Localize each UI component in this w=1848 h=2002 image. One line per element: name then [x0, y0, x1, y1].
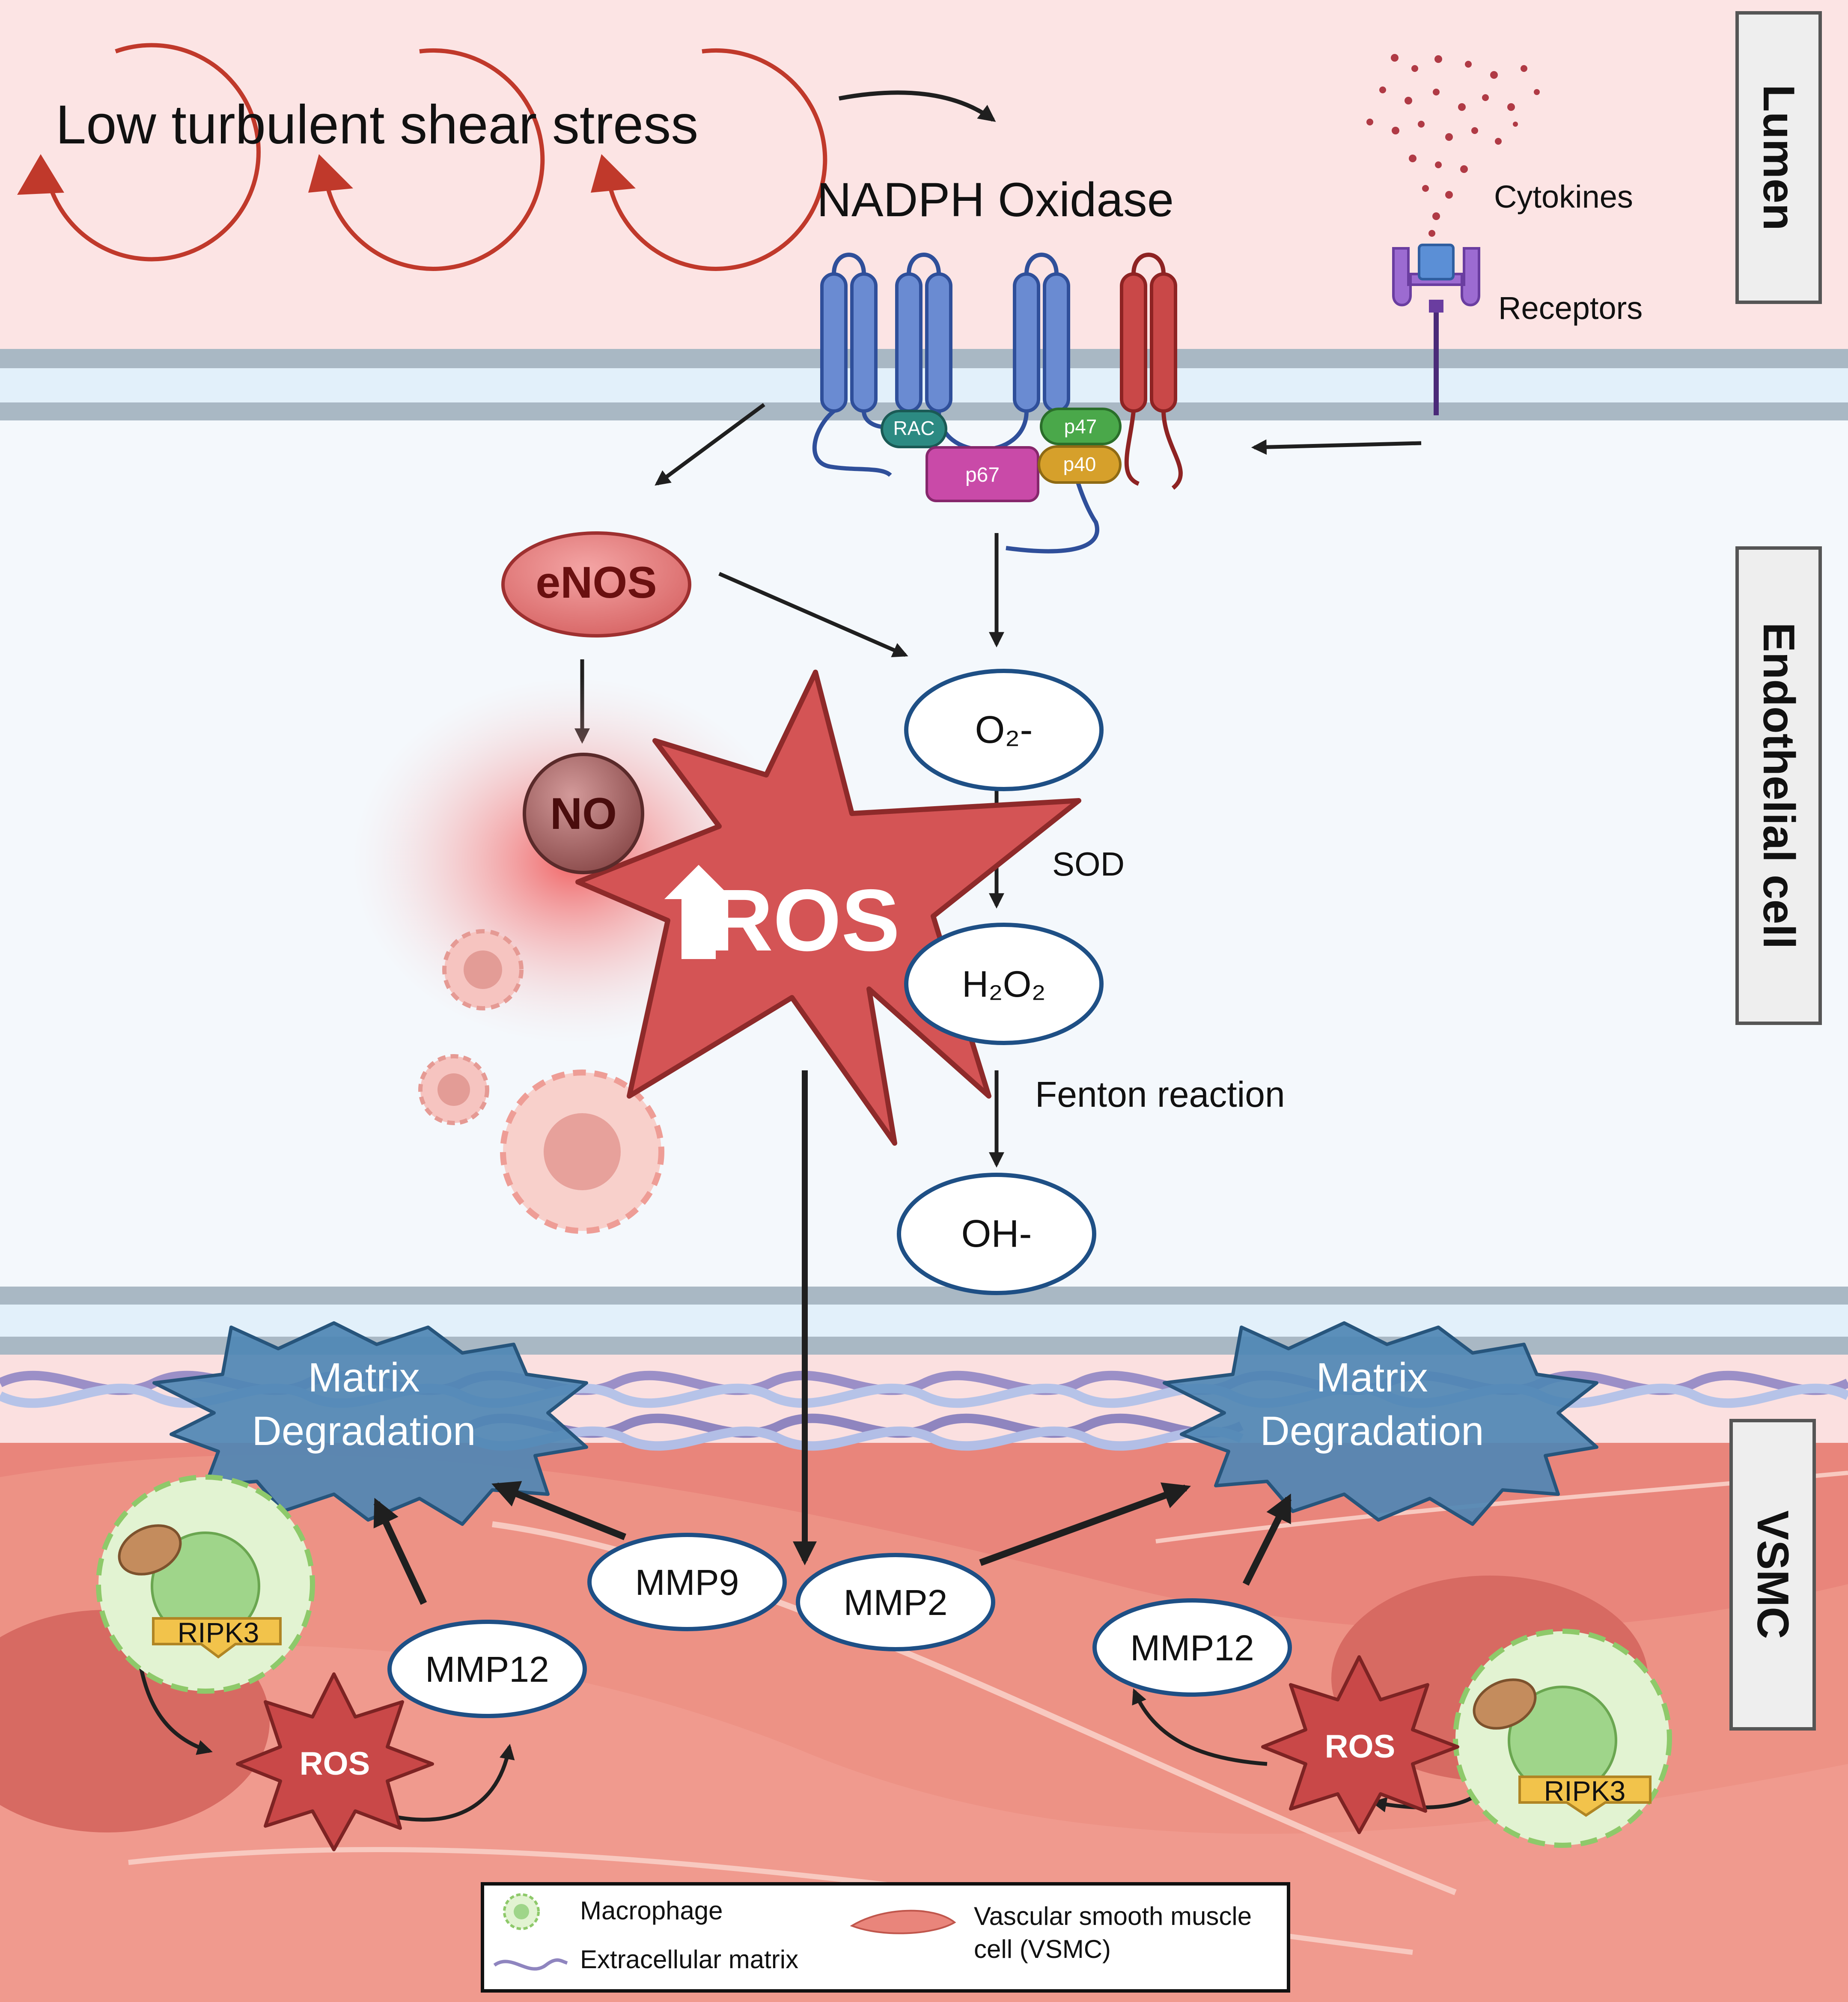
receptors-label: Receptors	[1498, 290, 1643, 326]
ros-main-label: ROS	[710, 871, 900, 969]
ripk3-left-label: RIPK3	[178, 1617, 259, 1648]
no-node: NO	[523, 753, 644, 874]
matrix-right-line1: Matrix	[1316, 1355, 1428, 1400]
p47-label: p47	[1064, 415, 1097, 438]
mmp9-label: MMP9	[635, 1562, 739, 1603]
legend-ecm: Extracellular matrix	[580, 1945, 798, 1974]
mmp2-node: MMP2	[796, 1553, 995, 1651]
matrix-degradation-right: Matrix Degradation	[1163, 1321, 1598, 1526]
lumen-label: Lumen	[1754, 85, 1803, 231]
ros-left-label: ROS	[300, 1746, 370, 1782]
vsmc-arrows	[373, 1481, 1292, 1605]
endothelial-label-box: Endothelial cell	[1735, 546, 1822, 1025]
ecm-legend-icon	[493, 1958, 568, 1971]
rac-label: RAC	[893, 417, 934, 439]
enos-node: eNOS	[501, 531, 691, 638]
nadph-oxidase-complex: RAC p47 p67 p40	[812, 253, 1183, 554]
macrophage-right: RIPK3	[1453, 1629, 1672, 1848]
apical-membrane	[0, 349, 1848, 420]
hydroxyl-node: OH-	[897, 1173, 1096, 1295]
swirl-icon	[45, 43, 261, 262]
ripk3-right-label: RIPK3	[1544, 1775, 1626, 1807]
ros-right-label: ROS	[1325, 1728, 1396, 1765]
swirl-icon	[323, 48, 545, 271]
matrix-left-line2: Degradation	[252, 1408, 476, 1454]
swirl-icon	[606, 48, 827, 271]
up-arrow-icon	[664, 865, 733, 959]
arrowhead-icon	[17, 154, 64, 195]
nadph-oxidase-title: NADPH Oxidase	[817, 173, 1174, 226]
sod-label: SOD	[1052, 845, 1125, 883]
legend-vsmc-line1: Vascular smooth muscle	[974, 1902, 1252, 1930]
superoxide-label: O₂-	[975, 709, 1033, 751]
h2o2-label: H₂O₂	[962, 964, 1046, 1005]
matrix-right-line2: Degradation	[1260, 1408, 1484, 1454]
arrowhead-icon	[308, 154, 353, 193]
shear-stress-swirls	[17, 43, 827, 271]
enos-label: eNOS	[536, 558, 657, 608]
matrix-left-line1: Matrix	[308, 1355, 420, 1400]
legend: Macrophage Extracellular matrix Vascular…	[481, 1882, 1290, 1993]
mmp12-left-label: MMP12	[425, 1649, 549, 1689]
endothelial-label: Endothelial cell	[1754, 623, 1803, 949]
hydroxyl-label: OH-	[961, 1213, 1032, 1255]
lumen-region	[0, 0, 1848, 351]
cytokines-cloud	[1366, 54, 1540, 237]
ros-right-burst: ROS	[1261, 1655, 1459, 1834]
arrowhead-icon	[591, 154, 636, 193]
mmp2-label: MMP2	[844, 1582, 948, 1623]
h2o2-node: H₂O₂	[904, 923, 1104, 1045]
legend-macrophage: Macrophage	[580, 1896, 723, 1925]
apoptotic-cells	[418, 929, 664, 1234]
ros-left-burst: ROS	[236, 1672, 434, 1851]
receptor-icon	[1392, 244, 1480, 415]
macrophage-left: RIPK3	[96, 1475, 315, 1694]
superoxide-node: O₂-	[904, 669, 1104, 791]
legend-vsmc-line2: cell (VSMC)	[974, 1935, 1111, 1963]
p40-label: p40	[1063, 453, 1096, 475]
vsmc-label: VSMC	[1748, 1510, 1797, 1639]
mmp9-node: MMP9	[587, 1533, 787, 1631]
vsmc-legend-icon	[850, 1910, 956, 1934]
matrix-degradation-left: Matrix Degradation	[152, 1321, 588, 1526]
lumen-label-box: Lumen	[1735, 11, 1822, 304]
mmp12-left-node: MMP12	[387, 1620, 587, 1718]
p67-label: p67	[965, 464, 1000, 486]
fenton-label: Fenton reaction	[1035, 1074, 1285, 1114]
basal-membrane	[0, 1287, 1848, 1355]
vsmc-label-box: VSMC	[1729, 1419, 1816, 1731]
shear-stress-label: Low turbulent shear stress	[56, 94, 698, 155]
curved-arrow-icon	[839, 90, 996, 122]
cytokines-label: Cytokines	[1494, 179, 1633, 214]
mmp12-right-label: MMP12	[1130, 1628, 1254, 1668]
mmp12-right-node: MMP12	[1092, 1598, 1292, 1697]
no-label: NO	[550, 789, 617, 839]
macrophage-legend-icon	[503, 1893, 540, 1930]
